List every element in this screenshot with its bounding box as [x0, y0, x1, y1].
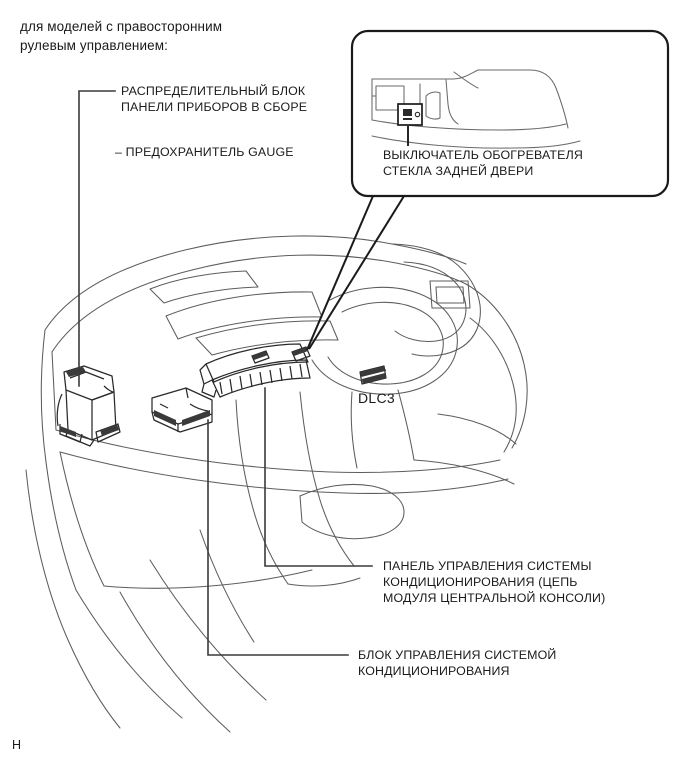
callout-label-line2: СТЕКЛА ЗАДНЕЙ ДВЕРИ	[383, 164, 534, 178]
label-junction-block-line2: ПАНЕЛИ ПРИБОРОВ В СБОРЕ	[121, 100, 308, 114]
label-ac-unit-line2: КОНДИЦИОНИРОВАНИЯ	[358, 664, 510, 678]
callout-label-line1: ВЫКЛЮЧАТЕЛЬ ОБОГРЕВАТЕЛЯ	[383, 148, 583, 162]
label-dlc3: DLC3	[358, 390, 395, 406]
page-heading-line1: для моделей с правосторонним	[20, 19, 223, 34]
label-ac-panel-line2: КОНДИЦИОНИРОВАНИЯ (ЦЕПЬ	[383, 575, 578, 589]
label-ac-panel-line1: ПАНЕЛЬ УПРАВЛЕНИЯ СИСТЕМЫ	[383, 559, 592, 573]
page-mark: H	[12, 738, 22, 752]
label-ac-panel-line3: МОДУЛЯ ЦЕНТРАЛЬНОЙ КОНСОЛИ)	[383, 591, 606, 605]
label-junction-block-line1: РАСПРЕДЕЛИТЕЛЬНЫЙ БЛОК	[121, 84, 306, 98]
page-heading-line2: рулевым управлением:	[20, 38, 168, 53]
label-ac-unit-line1: БЛОК УПРАВЛЕНИЯ СИСТЕМОЙ	[358, 648, 557, 662]
label-fuse-gauge: – ПРЕДОХРАНИТЕЛЬ GAUGE	[115, 145, 294, 159]
